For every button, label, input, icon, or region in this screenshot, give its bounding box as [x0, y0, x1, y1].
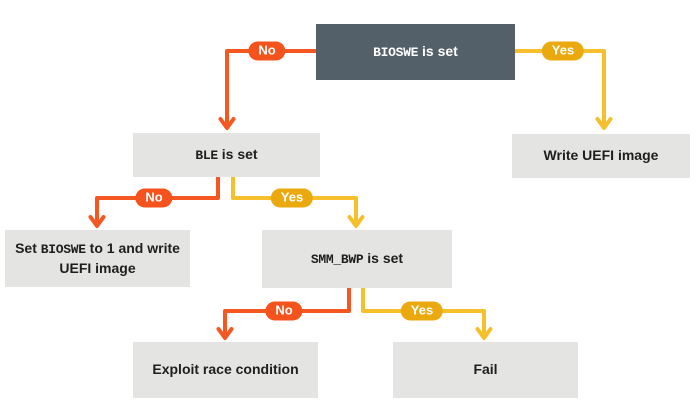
- node-write-uefi-image: Write UEFI image: [512, 134, 690, 178]
- node-label-pre: Fail: [473, 361, 498, 377]
- node-label-post: is set: [418, 43, 458, 59]
- node-label-post: to 1 and write UEFI image: [59, 240, 180, 276]
- node-bioswe-is-set: BIOSWE is set: [316, 24, 515, 80]
- edge-bioswe-yes-arrow: [513, 49, 613, 130]
- node-label: Fail: [463, 360, 507, 380]
- edge-label-smm-yes: Yes: [400, 301, 444, 321]
- node-label-pre: Set: [15, 240, 41, 256]
- node-label-post: is set: [363, 250, 404, 266]
- edge-label-smm-no: No: [265, 301, 303, 321]
- node-label: Write UEFI image: [534, 146, 669, 166]
- node-label-code: SMM_BWP: [310, 252, 364, 267]
- node-label-post: is set: [217, 146, 258, 162]
- node-label-pre: Write UEFI image: [543, 147, 659, 163]
- node-ble-is-set: BLE is set: [133, 133, 320, 177]
- edge-label-bioswe-no: No: [248, 41, 286, 61]
- node-label: Exploit race condition: [142, 360, 308, 380]
- node-label-code: BLE: [195, 148, 218, 163]
- node-label: BLE is set: [185, 145, 267, 165]
- node-fail: Fail: [393, 342, 578, 398]
- node-exploit-race-condition: Exploit race condition: [133, 342, 318, 398]
- edge-label-ble-yes: Yes: [270, 188, 314, 208]
- node-label: SMM_BWP is set: [301, 249, 413, 269]
- node-smm-bwp-is-set: SMM_BWP is set: [262, 230, 452, 288]
- node-label-code: BIOSWE: [40, 242, 86, 257]
- node-label: Set BIOSWE to 1 and write UEFI image: [5, 239, 190, 278]
- edge-label-bioswe-yes: Yes: [541, 41, 585, 61]
- edge-label-ble-no: No: [135, 188, 173, 208]
- node-label-code: BIOSWE: [373, 45, 419, 60]
- node-set-bioswe-write-image: Set BIOSWE to 1 and write UEFI image: [5, 230, 190, 287]
- node-label-pre: Exploit race condition: [152, 361, 299, 377]
- edge-bioswe-no-arrow: [218, 49, 318, 130]
- node-label: BIOSWE is set: [363, 42, 468, 62]
